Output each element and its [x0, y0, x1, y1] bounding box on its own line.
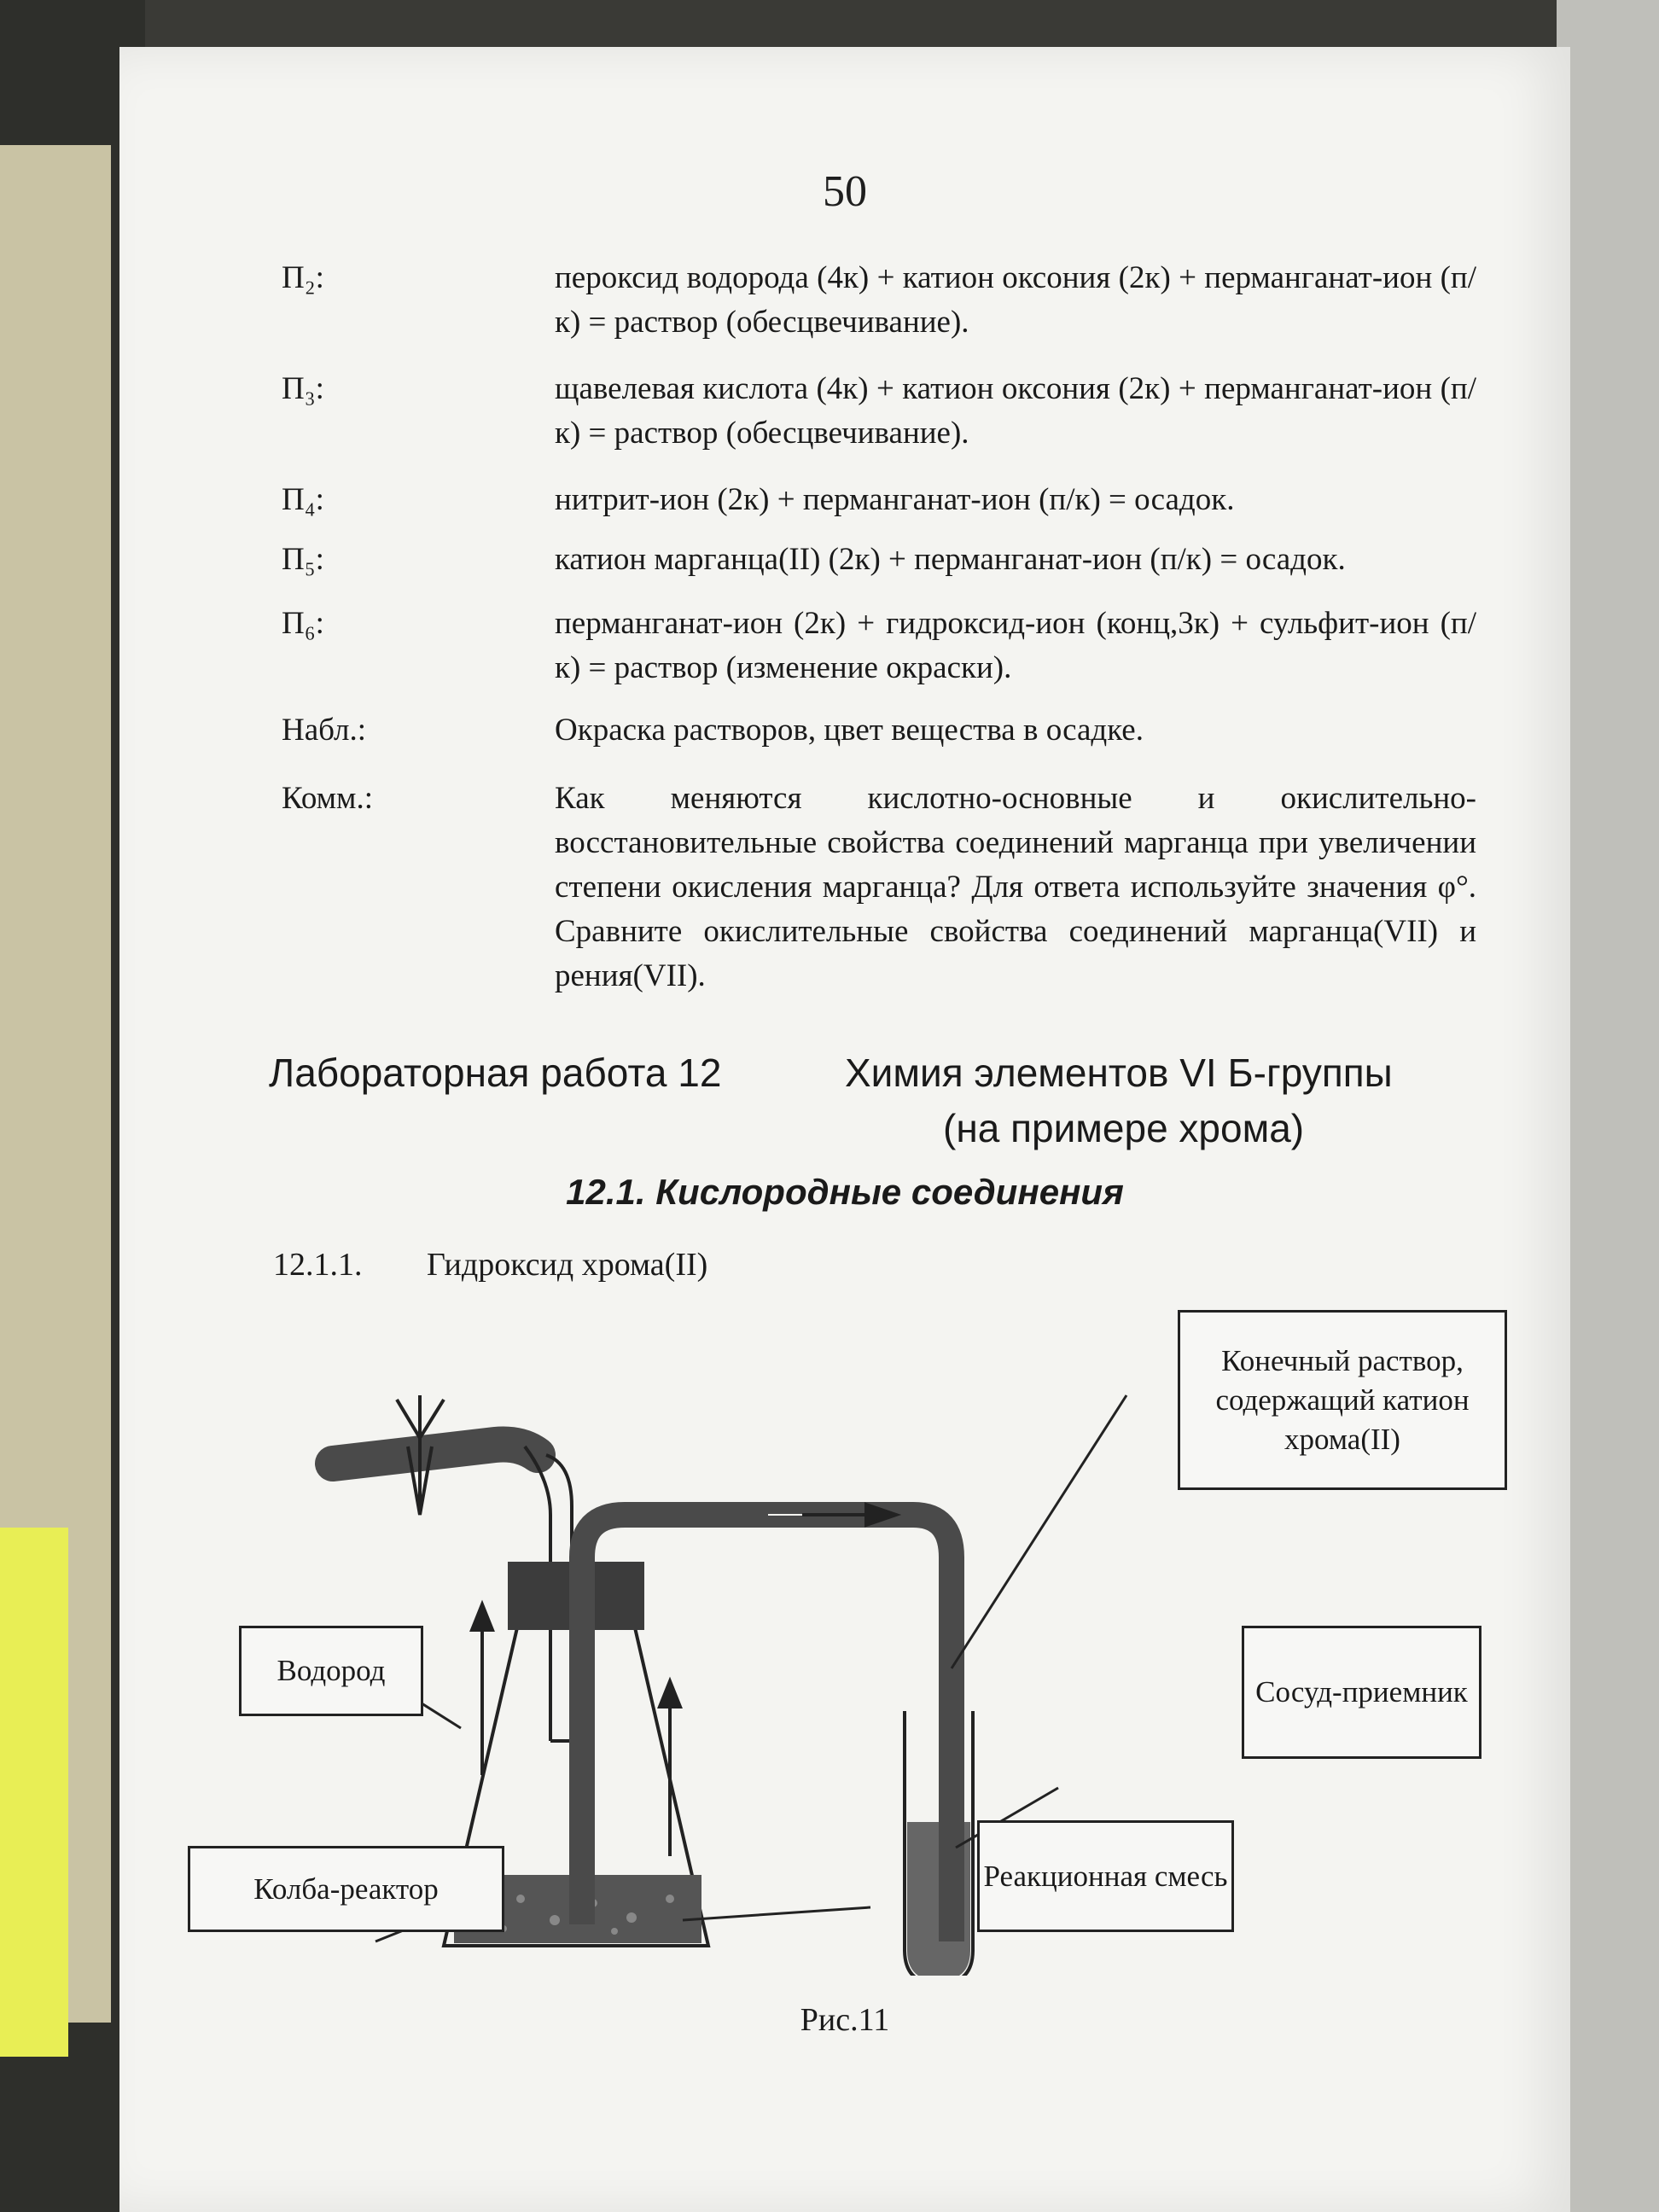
entry-label: П₅: — [282, 542, 324, 577]
inlet-tube-inner — [523, 1445, 552, 1741]
page-number: 50 — [823, 167, 867, 216]
entry-label: П₃: — [282, 371, 324, 406]
lab-work-title: Химия элементов VI Б-группы — [845, 1051, 1393, 1095]
section-title: 12.1. Кислородные соединения — [566, 1172, 1124, 1212]
entry-label: Комм.: — [282, 781, 373, 816]
subsection-number: 12.1.1. — [273, 1247, 363, 1283]
entry-label: П₄: — [282, 482, 324, 517]
entry-text: перманганат-ион (2к) + гидроксид-ион (ко… — [555, 606, 1476, 685]
figure-caption: Рис.11 — [800, 2002, 890, 2038]
apparatus-drawing — [315, 1394, 1128, 1987]
clamp-jaw — [406, 1446, 434, 1516]
label-hydrogen: Водород — [239, 1626, 423, 1716]
background-right — [1557, 0, 1659, 2212]
apparatus-diagram: Конечный раствор, содержащий катион хром… — [188, 1310, 1570, 1987]
entry-label: П₂: — [282, 260, 324, 295]
entry-text: нитрит-ион (2к) + перманганат-ион (п/к) … — [555, 482, 1235, 517]
subsection-title: Гидроксид хрома(II) — [427, 1247, 708, 1283]
label-reaction-mixture: Реакционная смесь — [977, 1820, 1234, 1932]
entry-text: Как меняются кислотно-основные и окислит… — [555, 781, 1476, 993]
label-final-solution: Конечный раствор, содержащий катион хром… — [1178, 1310, 1507, 1490]
inlet-tube-outer — [545, 1453, 573, 1741]
label-receiver: Сосуд-приемник — [1242, 1626, 1481, 1759]
rubber-hose — [315, 1426, 556, 1481]
entry-text: катион марганца(II) (2к) + перманганат-и… — [555, 542, 1346, 577]
lab-work-number: Лабораторная работа 12 — [269, 1051, 722, 1095]
arrows — [469, 1502, 902, 1856]
book-page: 50 П₂: пероксид водорода (4к) + катион о… — [119, 47, 1570, 2212]
entry-label: П₆: — [282, 606, 324, 641]
lab-work-subtitle: (на примере хрома) — [943, 1106, 1305, 1150]
entry-text: пероксид водорода (4к) + катион оксония … — [555, 260, 1476, 340]
entry-text: щавелевая кислота (4к) + катион оксония … — [555, 371, 1476, 451]
entry-text: Окраска растворов, цвет вещества в осадк… — [555, 713, 1144, 748]
label-flask-reactor: Колба-реактор — [188, 1846, 504, 1932]
entry-label: Набл.: — [282, 713, 367, 748]
sticky-note — [0, 1528, 68, 2057]
